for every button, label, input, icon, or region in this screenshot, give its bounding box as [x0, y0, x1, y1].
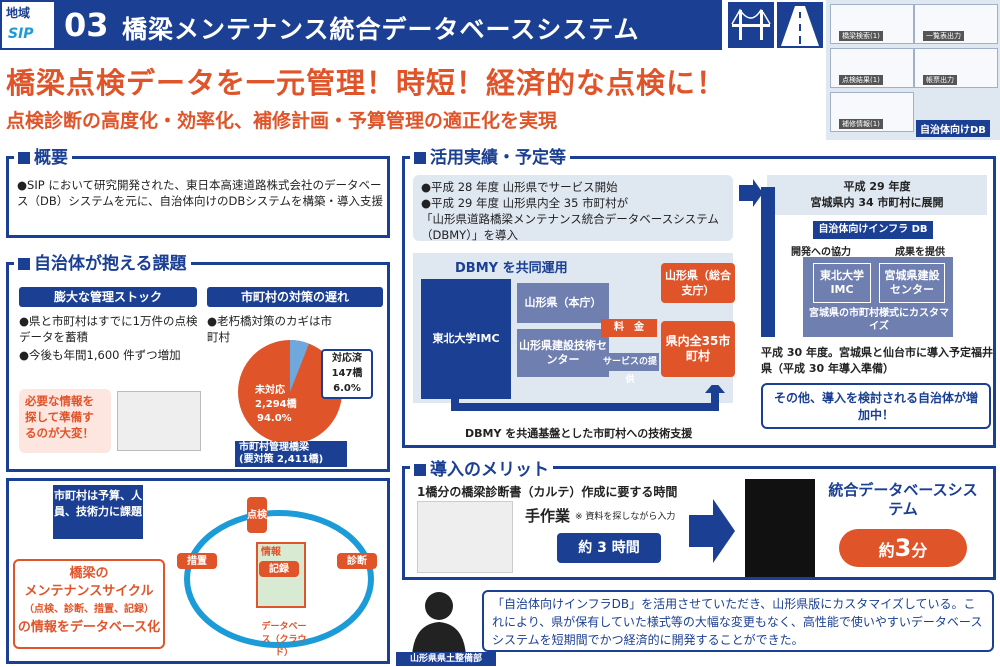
worker-illustration [117, 391, 201, 451]
tohoku-imc: 東北大学IMC [421, 279, 511, 399]
cycle-summary-box: 橋梁の メンテナンスサイクル （点検、診断、措置、記録） の情報をデータベース化 [13, 559, 165, 649]
cycle-measure: 措置 [177, 553, 217, 569]
pie-pct-untreated: 94.0% [257, 413, 292, 424]
cycle-db-label: データベース（クラウド） [261, 622, 307, 658]
pie-chart: 未対応 2,294橋 94.0% [238, 340, 342, 444]
sip-logo: SIP [8, 26, 34, 42]
miyagi-tohoku-imc: 東北大学IMC [813, 263, 871, 303]
issue-callout: 必要な情報を探して準備するのが大変！ [19, 389, 111, 453]
thumbnail: 帳票出力 [914, 48, 998, 88]
thumbnail-db-label: 自治体向けDB [916, 120, 990, 137]
h30-note: 平成 30 年度。宮城県と仙台市に導入予定福井県（平成 30 年導入準備） [761, 346, 993, 375]
header-bar [0, 0, 722, 50]
thumbnail: 点検結果(1) [830, 48, 914, 88]
thumbnail: 一覧表出力 [914, 4, 998, 44]
thumbnail: 補修情報(1) [830, 92, 914, 132]
merit-line: 1橋分の橋梁診断書（カルテ）作成に要する時間 [417, 485, 678, 499]
region-tag: 地域 SIP [0, 0, 56, 50]
coop-label: 開発への協力 [791, 247, 851, 258]
fee-arrow: 料 金 [601, 319, 657, 337]
right-arrow-icon [739, 179, 763, 207]
results-intro-box: ●平成 28 年度 山形県でサービス開始 ●平成 29 年度 山形県内全 35 … [413, 175, 733, 242]
miyagi-center: 宮城県建設センター [879, 263, 945, 303]
overview-heading: 概要 [14, 143, 72, 168]
yamagata-branch: 山形県（総合支庁） [661, 263, 735, 303]
miyagi-custom: 宮城県の市町村様式にカスタマイズ [809, 308, 949, 332]
issue-bullet: ●今後も年間1,600 件ずつ増加 [19, 348, 181, 362]
yamagata-hq: 山形県（本庁） [517, 283, 609, 323]
cycle-top-note: 市町村は予算、人員、技術力に課題 [53, 485, 143, 539]
header-number: 03 [64, 6, 109, 44]
results-bullet: ●平成 29 年度 山形県内全 35 市町村が [421, 196, 629, 210]
support-caption: DBMY を共通基盤とした市町村への技術支援 [465, 427, 693, 440]
region-label: 地域 [6, 6, 31, 20]
manual-note: ※ 資料を探しながら入力 [575, 512, 676, 522]
support-arrow [451, 385, 725, 411]
cycle-info-label: 情報 [261, 547, 281, 558]
cycle-section: 市町村は予算、人員、技術力に課題 橋梁の メンテナンスサイクル （点検、診断、措… [6, 478, 390, 664]
merit-arrow-icon [689, 499, 735, 563]
issue-bullet: ●県と市町村はすでに1万件の点検データを蓄積 [19, 314, 198, 344]
manual-label: 手作業 [525, 507, 571, 525]
header-title: 橋梁メンテナンス統合データベースシステム [122, 15, 640, 44]
more-callout: その他、導入を検討される自治体が増加中！ [761, 383, 991, 429]
speaker-silhouette [404, 586, 474, 656]
issues-heading: 自治体が抱える課題 [14, 249, 191, 274]
merit-section: 1橋分の橋梁診断書（カルテ）作成に要する時間 手作業 ※ 資料を探しながら入力 … [402, 466, 996, 580]
screenshot-collage: 橋梁検索(1) 一覧表出力 点検結果(1) 帳票出力 補修情報(1) [826, 0, 1000, 140]
results-bullet: ●平成 28 年度 山形県でサービス開始 [421, 180, 618, 194]
thumbnail: 橋梁検索(1) [830, 4, 914, 44]
down-arrow-shaft [761, 187, 775, 337]
cycle-record: 記録 [259, 561, 299, 577]
system-label: 統合データベースシステム [828, 481, 978, 518]
miyagi-expansion: 平成 29 年度宮城県内 34 市町村に展開 [767, 175, 987, 215]
municipalities: 県内全35市町村 [661, 321, 735, 377]
results-section: ●平成 28 年度 山形県でサービス開始 ●平成 29 年度 山形県内全 35 … [402, 156, 996, 448]
quote-box: 「自治体向けインフラDB」を活用させていただき、山形県版にカスタマイズしている。… [482, 590, 994, 652]
pie-count-untreated: 2,294橋 [255, 397, 298, 410]
cycle-diagnose: 診断 [337, 553, 377, 569]
results-heading: 活用実績・予定等 [410, 143, 570, 168]
overview-text: ●SIP において研究開発された、東日本高速道路株式会社のデータベース（DB）シ… [17, 178, 383, 208]
issue-pill-delay: 市町村の対策の遅れ [207, 287, 383, 307]
main-title: 橋梁点検データを一元管理！時短！経済的な点検に！ [6, 66, 727, 100]
pie-label-untreated: 未対応 [254, 383, 285, 396]
system-time: 約3分 [839, 529, 967, 567]
server-icon [745, 479, 815, 577]
overview-section: ●SIP において研究開発された、東日本高速道路株式会社のデータベース（DB）シ… [6, 156, 390, 238]
pie-slice-done [290, 340, 309, 392]
speaker-label: 山形県県土整備部 [396, 652, 496, 666]
issue-bullet: ●老朽橋対策のカギは市町村 [207, 314, 333, 344]
results-bullet: 「山形県道路橋梁メンテナンス統合データベースシステム（DBMY）」を導入 [421, 212, 719, 242]
merit-heading: 導入のメリット [410, 455, 553, 480]
pie-caption: 市町村管理橋梁(要対策 2,411橋) [235, 441, 347, 467]
infra-db-label: 自治体向けインフラ DB [813, 221, 933, 239]
result-share-label: 成果を提供 [895, 247, 945, 258]
service-arrow: サービスの提供 [601, 353, 659, 385]
issues-section: 膨大な管理ストック ●県と市町村はすでに1万件の点検データを蓄積 ●今後も年間1… [6, 262, 390, 472]
road-icon [777, 2, 823, 48]
manual-time: 約 3 時間 [557, 533, 661, 563]
sub-title: 点検診断の高度化・効率化、補修計画・予算管理の適正化を実現 [6, 110, 558, 132]
issue-pill-stock: 膨大な管理ストック [19, 287, 197, 307]
cycle-inspect: 点検 [247, 497, 267, 533]
bridge-icon [728, 2, 774, 48]
busy-worker-illustration [417, 501, 513, 573]
yamagata-center: 山形県建設技術センター [517, 329, 609, 377]
shared-operation-title: DBMY を共同運用 [455, 261, 568, 276]
